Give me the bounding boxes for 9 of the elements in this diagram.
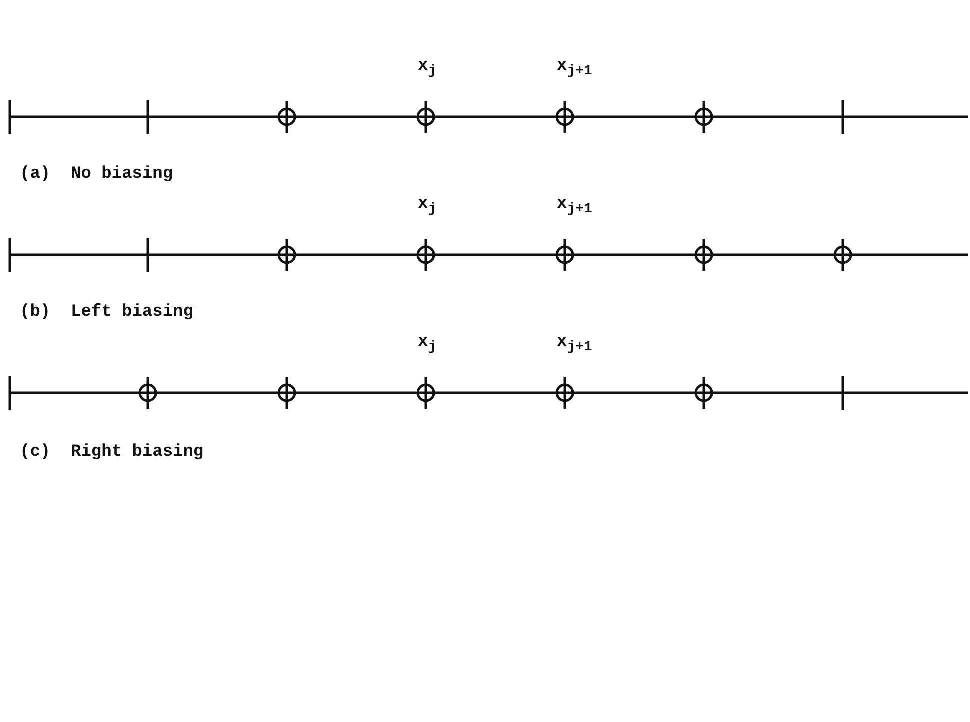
caption: (c) Right biasing	[20, 444, 204, 461]
variable-label: x$_{j}$	[418, 334, 437, 354]
variable-label: x$_{j+1}$	[557, 58, 592, 78]
caption: (b) Left biasing	[20, 304, 194, 321]
variable-label: x$_{j}$	[418, 196, 437, 216]
caption: (a) No biasing	[20, 166, 174, 183]
variable-label: x$_{j+1}$	[557, 334, 592, 354]
variable-label: x$_{j}$	[418, 58, 437, 78]
variable-label: x$_{j+1}$	[557, 196, 592, 216]
